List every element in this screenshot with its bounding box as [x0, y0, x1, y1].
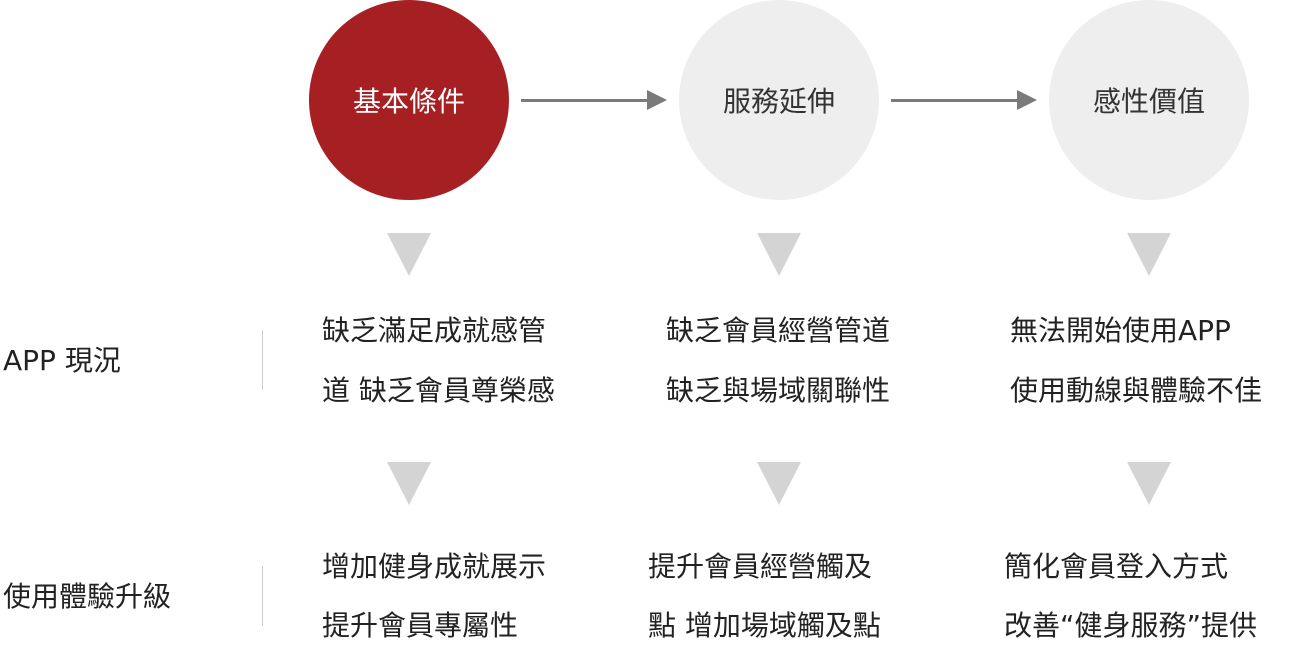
upgrade-text: 簡化會員登入方式 — [1004, 550, 1229, 583]
current-text: 缺乏與場域關聯性 — [666, 374, 891, 407]
step-basic-conditions: 基本條件 — [309, 0, 509, 200]
divider — [262, 566, 263, 626]
triangle-down-icon — [1127, 233, 1171, 276]
current-text: 道 缺乏會員尊榮感 — [322, 374, 555, 407]
step-label: 基本條件 — [352, 85, 465, 118]
row-label-upgrade: 使用體驗升級 — [3, 580, 172, 613]
upgrade-text: 增加健身成就展示 — [322, 550, 547, 583]
upgrade-text: 改善“健身服務”提供 — [1004, 609, 1258, 642]
current-text: 缺乏會員經營管道 — [666, 314, 891, 347]
divider — [262, 330, 263, 390]
upgrade-text: 提升會員經營觸及 — [648, 550, 873, 583]
current-text: 無法開始使用APP — [1010, 314, 1231, 347]
row-label-current: APP 現況 — [3, 344, 121, 377]
upgrade-text: 提升會員專屬性 — [322, 609, 519, 642]
current-text: 使用動線與體驗不佳 — [1010, 374, 1263, 407]
arrow-right-icon — [891, 90, 1037, 110]
triangle-down-icon — [757, 233, 801, 276]
upgrade-text: 點 增加場域觸及點 — [648, 609, 881, 642]
current-text: 缺乏滿足成就感管 — [322, 314, 547, 347]
step-label: 感性價值 — [1092, 85, 1205, 118]
arrow-right-icon — [521, 90, 667, 110]
triangle-down-icon — [1127, 462, 1171, 505]
triangle-down-icon — [387, 233, 431, 276]
step-label: 服務延伸 — [722, 85, 835, 118]
step-emotional-value: 感性價值 — [1049, 0, 1249, 200]
triangle-down-icon — [387, 462, 431, 505]
triangle-down-icon — [757, 462, 801, 505]
step-service-extension: 服務延伸 — [679, 0, 879, 200]
